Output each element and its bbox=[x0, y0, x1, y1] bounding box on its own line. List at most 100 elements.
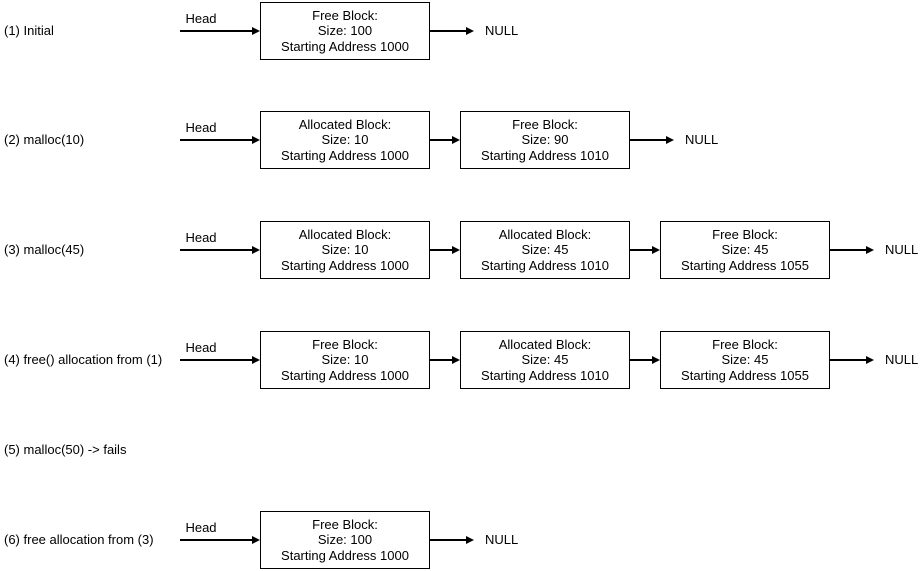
block-title: Allocated Block: bbox=[298, 226, 392, 242]
memory-block: Free Block: Size: 10 Starting Address 10… bbox=[260, 331, 430, 389]
memory-block: Allocated Block: Size: 45 Starting Addre… bbox=[460, 331, 630, 389]
block-address: Starting Address 1000 bbox=[281, 38, 409, 54]
arrowhead-icon bbox=[466, 536, 474, 544]
block-size: Size: 90 bbox=[521, 132, 569, 148]
block-size: Size: 10 bbox=[321, 352, 369, 368]
row-label: (1) Initial bbox=[4, 23, 54, 38]
arrowhead-icon bbox=[666, 136, 674, 144]
pointer-arrow bbox=[630, 355, 660, 365]
pointer-arrow bbox=[630, 135, 674, 145]
row-label: (2) malloc(10) bbox=[4, 132, 85, 147]
arrowhead-icon bbox=[452, 356, 460, 364]
null-label: NULL bbox=[485, 532, 519, 547]
pointer-arrow bbox=[180, 135, 260, 145]
arrow-line bbox=[180, 139, 254, 141]
row-label: (4) free() allocation from (1) bbox=[4, 352, 163, 367]
block-title: Allocated Block: bbox=[498, 336, 592, 352]
memory-block: Free Block: Size: 100 Starting Address 1… bbox=[260, 511, 430, 569]
block-size: Size: 45 bbox=[521, 242, 569, 258]
block-size: Size: 10 bbox=[321, 132, 369, 148]
block-size: Size: 100 bbox=[317, 532, 373, 548]
arrow-line bbox=[430, 359, 454, 361]
block-address: Starting Address 1055 bbox=[681, 367, 809, 383]
block-address: Starting Address 1000 bbox=[281, 547, 409, 563]
arrow-line bbox=[630, 139, 668, 141]
arrow-line bbox=[430, 539, 468, 541]
arrow-line bbox=[630, 249, 654, 251]
row-label: (5) malloc(50) -> fails bbox=[4, 442, 127, 457]
arrowhead-icon bbox=[652, 356, 660, 364]
arrowhead-icon bbox=[252, 536, 260, 544]
arrow-line bbox=[180, 30, 254, 32]
arrowhead-icon bbox=[252, 246, 260, 254]
memory-block: Free Block: Size: 45 Starting Address 10… bbox=[660, 331, 830, 389]
pointer-arrow bbox=[180, 355, 260, 365]
pointer-arrow bbox=[830, 355, 874, 365]
block-title: Free Block: bbox=[712, 336, 778, 352]
block-title: Free Block: bbox=[312, 516, 378, 532]
arrow-line bbox=[180, 359, 254, 361]
arrowhead-icon bbox=[252, 27, 260, 35]
arrow-line bbox=[630, 359, 654, 361]
pointer-arrow bbox=[830, 245, 874, 255]
pointer-arrow bbox=[430, 26, 474, 36]
block-title: Free Block: bbox=[312, 336, 378, 352]
head-label: Head bbox=[185, 340, 217, 355]
block-title: Free Block: bbox=[712, 226, 778, 242]
pointer-arrow bbox=[430, 535, 474, 545]
arrow-line bbox=[430, 30, 468, 32]
block-title: Allocated Block: bbox=[298, 116, 392, 132]
memory-block: Allocated Block: Size: 10 Starting Addre… bbox=[260, 111, 430, 169]
arrow-line bbox=[830, 359, 868, 361]
memory-block: Free Block: Size: 45 Starting Address 10… bbox=[660, 221, 830, 279]
null-label: NULL bbox=[885, 242, 919, 257]
block-title: Free Block: bbox=[512, 116, 578, 132]
block-address: Starting Address 1000 bbox=[281, 147, 409, 163]
pointer-arrow bbox=[180, 245, 260, 255]
block-size: Size: 45 bbox=[521, 352, 569, 368]
arrowhead-icon bbox=[466, 27, 474, 35]
arrow-line bbox=[180, 539, 254, 541]
head-label: Head bbox=[185, 230, 217, 245]
null-label: NULL bbox=[485, 23, 519, 38]
arrowhead-icon bbox=[452, 246, 460, 254]
null-label: NULL bbox=[885, 352, 919, 367]
arrow-line bbox=[430, 249, 454, 251]
block-size: Size: 100 bbox=[317, 23, 373, 39]
block-size: Size: 45 bbox=[721, 352, 769, 368]
pointer-arrow bbox=[180, 26, 260, 36]
pointer-arrow bbox=[630, 245, 660, 255]
null-label: NULL bbox=[685, 132, 719, 147]
pointer-arrow bbox=[180, 535, 260, 545]
block-address: Starting Address 1000 bbox=[281, 367, 409, 383]
block-title: Allocated Block: bbox=[498, 226, 592, 242]
memory-block: Allocated Block: Size: 10 Starting Addre… bbox=[260, 221, 430, 279]
arrowhead-icon bbox=[866, 356, 874, 364]
arrowhead-icon bbox=[452, 136, 460, 144]
block-address: Starting Address 1010 bbox=[481, 367, 609, 383]
block-address: Starting Address 1010 bbox=[481, 147, 609, 163]
pointer-arrow bbox=[430, 245, 460, 255]
arrowhead-icon bbox=[252, 356, 260, 364]
block-address: Starting Address 1000 bbox=[281, 257, 409, 273]
pointer-arrow bbox=[430, 135, 460, 145]
block-address: Starting Address 1010 bbox=[481, 257, 609, 273]
arrowhead-icon bbox=[652, 246, 660, 254]
block-size: Size: 45 bbox=[721, 242, 769, 258]
block-title: Free Block: bbox=[312, 7, 378, 23]
arrowhead-icon bbox=[252, 136, 260, 144]
row-label: (3) malloc(45) bbox=[4, 242, 85, 257]
memory-block: Free Block: Size: 90 Starting Address 10… bbox=[460, 111, 630, 169]
head-label: Head bbox=[185, 520, 217, 535]
pointer-arrow bbox=[430, 355, 460, 365]
arrow-line bbox=[430, 139, 454, 141]
head-label: Head bbox=[185, 11, 217, 26]
row-label: (6) free allocation from (3) bbox=[4, 532, 154, 547]
block-size: Size: 10 bbox=[321, 242, 369, 258]
head-label: Head bbox=[185, 120, 217, 135]
memory-block: Free Block: Size: 100 Starting Address 1… bbox=[260, 2, 430, 60]
arrowhead-icon bbox=[866, 246, 874, 254]
arrow-line bbox=[830, 249, 868, 251]
memory-block: Allocated Block: Size: 45 Starting Addre… bbox=[460, 221, 630, 279]
